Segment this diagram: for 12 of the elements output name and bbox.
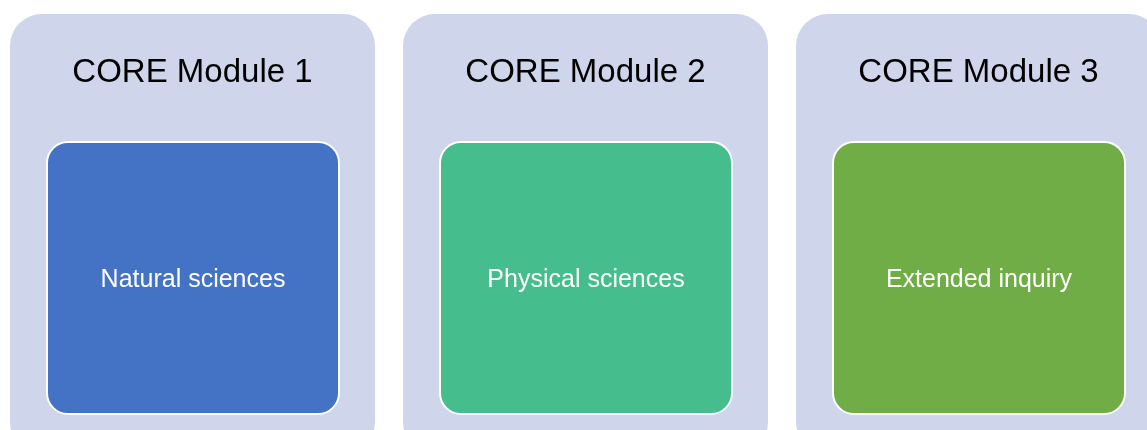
module-heading: CORE Module 2 [464, 52, 707, 90]
topic-label: Physical sciences [487, 263, 685, 293]
module-panel [796, 14, 1147, 430]
module-panel [403, 14, 768, 430]
topic-box [46, 141, 340, 415]
topic-box [439, 141, 733, 415]
topic-label: Extended inquiry [885, 263, 1073, 293]
topic-label: Natural sciences [100, 263, 286, 293]
topic-box [832, 141, 1126, 415]
module-heading: CORE Module 1 [71, 52, 314, 90]
module-heading: CORE Module 3 [857, 52, 1100, 90]
module-panel [10, 14, 375, 430]
